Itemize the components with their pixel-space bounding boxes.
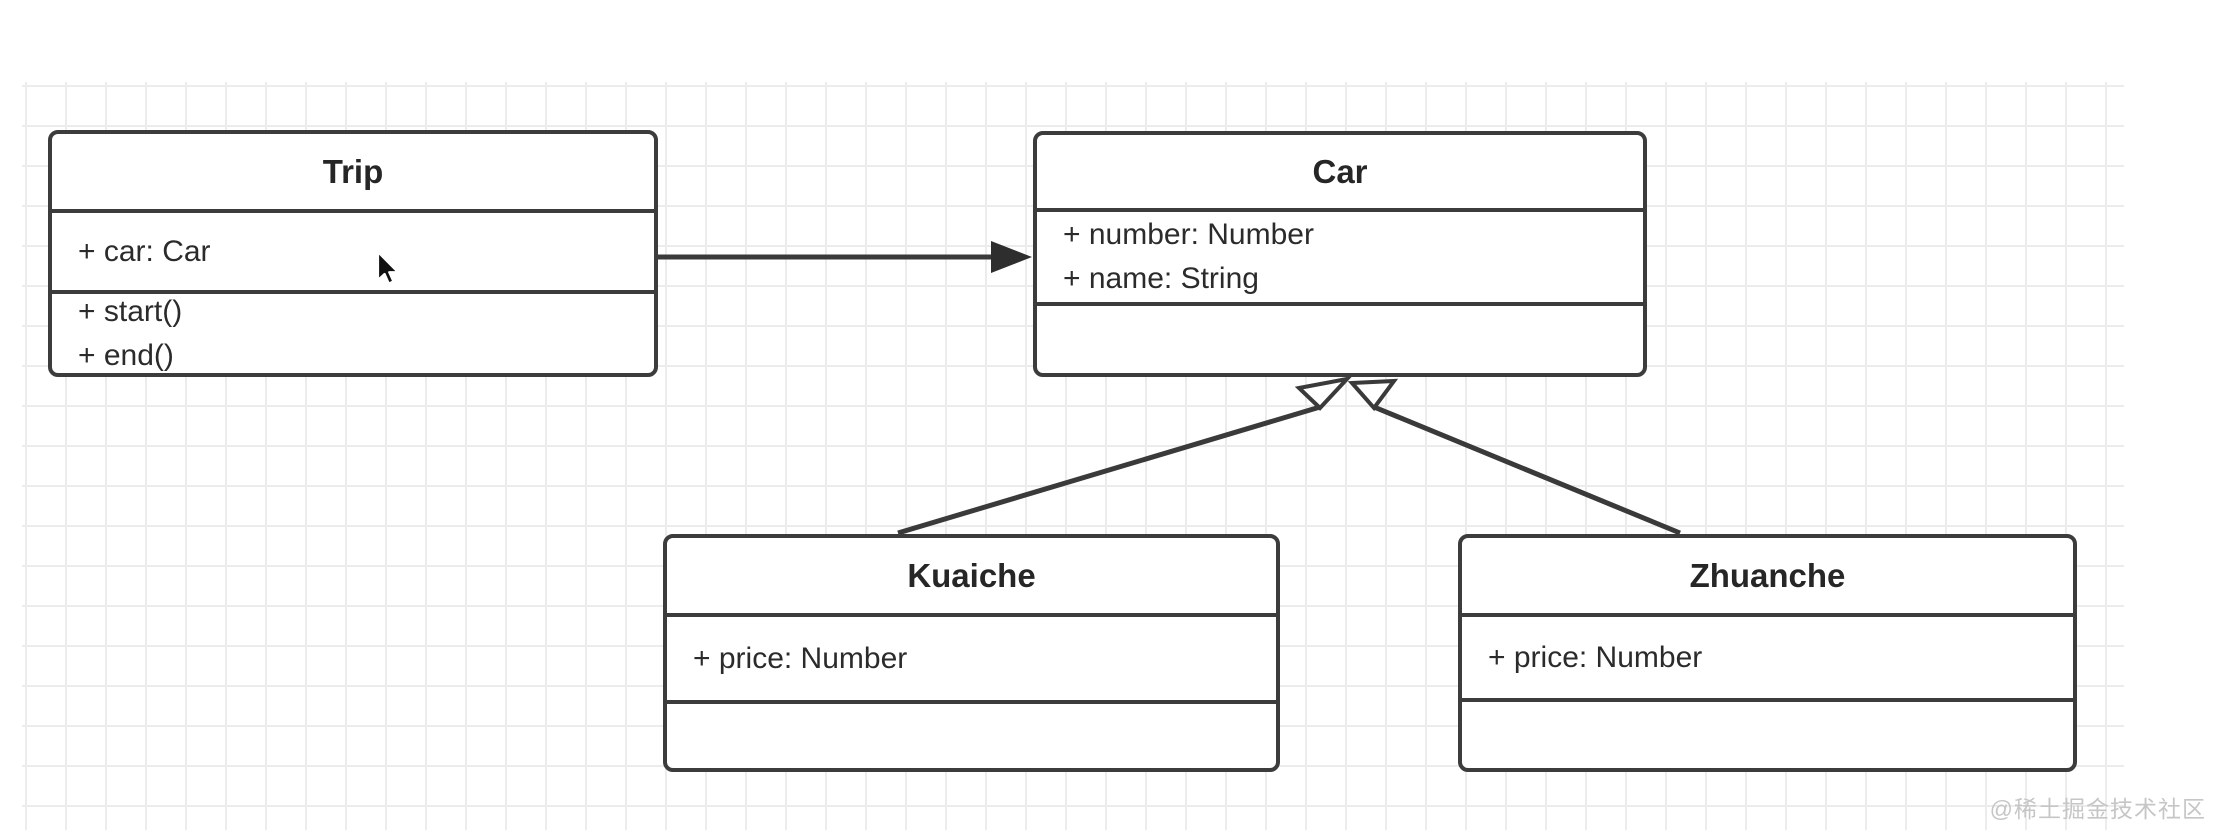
class-methods <box>1462 698 2073 768</box>
class-attributes: + car: Car <box>52 209 654 290</box>
attribute-line: + car: Car <box>78 234 211 268</box>
class-attributes: + number: Number + name: String <box>1037 208 1643 302</box>
class-node-trip[interactable]: Trip + car: Car + start() + end() <box>48 130 658 377</box>
class-methods: + start() + end() <box>52 290 654 373</box>
class-title: Car <box>1312 152 1368 190</box>
method-line: + start() <box>78 294 183 328</box>
class-title: Trip <box>322 152 384 190</box>
class-node-zhuanche[interactable]: Zhuanche + price: Number <box>1458 534 2077 772</box>
mouse-cursor-icon <box>376 251 400 285</box>
attribute-line: + price: Number <box>693 641 908 675</box>
class-title: Zhuanche <box>1689 556 1846 594</box>
class-methods <box>1037 302 1643 373</box>
attribute-line: + number: Number <box>1063 218 1314 251</box>
attribute-line: + name: String <box>1063 262 1259 295</box>
watermark-text: @稀土掘金技术社区 <box>1989 796 2206 822</box>
class-node-car[interactable]: Car + number: Number + name: String <box>1033 131 1647 377</box>
class-methods <box>667 700 1276 768</box>
attribute-line: + price: Number <box>1488 640 1703 674</box>
class-title: Kuaiche <box>907 556 1036 594</box>
class-attributes: + price: Number <box>1462 613 2073 698</box>
class-attributes: + price: Number <box>667 613 1276 700</box>
class-node-kuaiche[interactable]: Kuaiche + price: Number <box>663 534 1280 772</box>
method-line: + end() <box>78 338 174 372</box>
